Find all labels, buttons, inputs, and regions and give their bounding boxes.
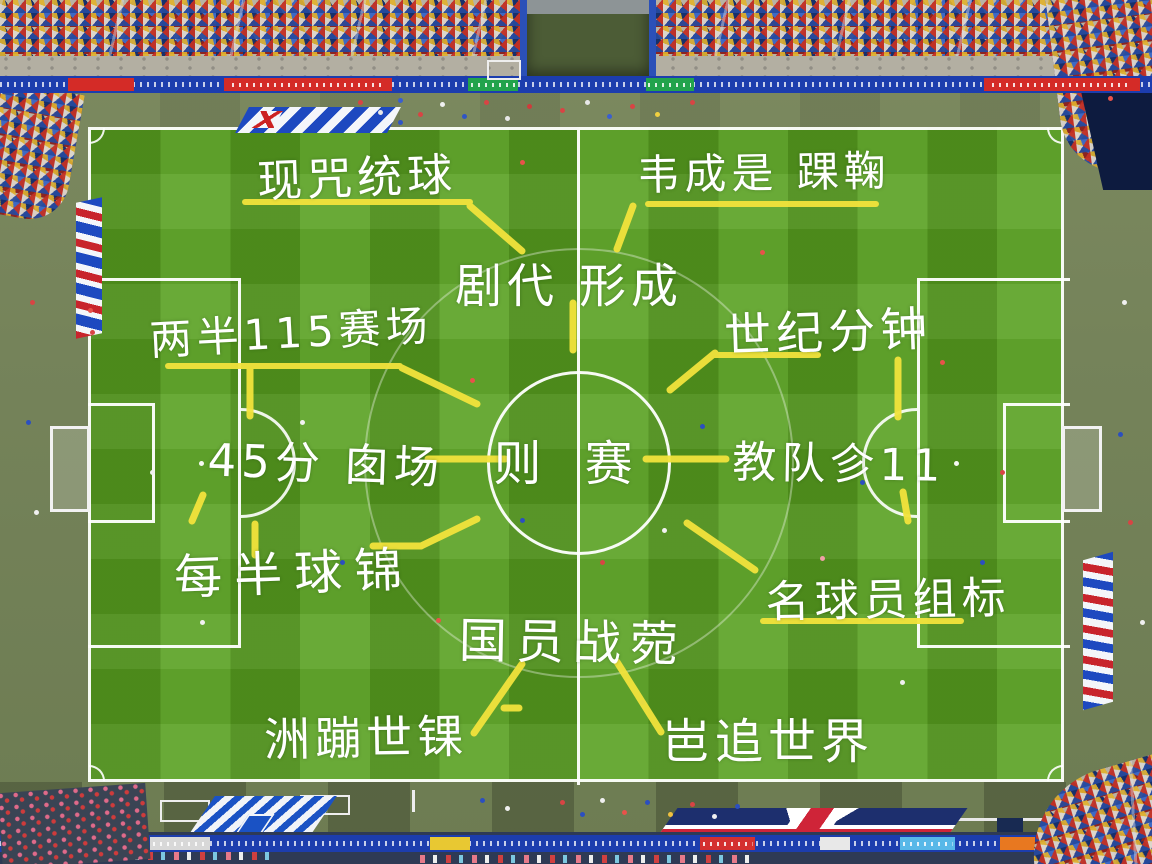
ad-segment [68, 78, 134, 91]
mindmap-node-bottom-right: 岜追世界 [661, 714, 875, 770]
corner-stand-bottom-left [0, 782, 151, 864]
ad-segment [150, 837, 210, 850]
center-circle [487, 371, 671, 555]
ad-segment [700, 837, 755, 850]
sideline-people-row [420, 855, 750, 863]
mindmap-node-top-center: 剧代 形成 [455, 259, 683, 315]
people-dots [0, 0, 5, 5]
top-apron [0, 93, 1152, 127]
tricolor-banner-right-touchline [1083, 551, 1113, 711]
mindmap-node-top-left: 现咒统球 [256, 148, 459, 208]
corner-arc [1047, 765, 1063, 781]
flag-emblem-icon [235, 814, 275, 834]
diagonal-striped-banner-top-left [235, 107, 401, 133]
mindmap-center-node: 则 赛 [493, 436, 647, 492]
goal-frame-left [50, 426, 90, 512]
advertising-board-top [0, 76, 1152, 93]
ad-segment [224, 78, 392, 91]
ad-segment [430, 837, 470, 850]
mindmap-node-lower-right: 名球员组标 [765, 572, 1012, 629]
penalty-spot-right [954, 461, 959, 466]
ad-segment [820, 837, 850, 850]
penalty-area-right [917, 278, 1070, 648]
ad-segment [1000, 837, 1035, 850]
players-tunnel [520, 0, 656, 76]
ad-segment [646, 78, 694, 91]
tricolor-banner-left-touchline [76, 197, 102, 339]
advertising-board-bottom [0, 835, 1152, 852]
ad-segment [900, 837, 955, 850]
ad-segment [468, 78, 518, 91]
mindmap-node-mid-right: 世纪分钟 [723, 301, 934, 365]
mindmap-node-right: 教队㐱11 [731, 437, 946, 492]
goal-area-left [88, 403, 155, 523]
tunnel-side-frame [487, 60, 521, 80]
penalty-area-left [88, 278, 241, 648]
banner-emblem-icon [251, 111, 283, 128]
mindmap-node-top-right: 韦成是 踝鞠 [636, 146, 892, 200]
mindmap-node-bottom-center: 国员战菀 [458, 613, 688, 673]
goal-area-right [1003, 403, 1070, 523]
goal-frame-right [1062, 426, 1102, 512]
apron-pole [412, 790, 415, 812]
mindmap-node-left: 45分 囱场 [206, 433, 446, 495]
corner-stand-top-left [0, 78, 85, 226]
penalty-spot-left [199, 461, 204, 466]
outer-faint-circle [364, 248, 794, 678]
mindmap-node-lower-left: 每半球锦 [173, 541, 416, 607]
ad-segment [984, 78, 1140, 91]
football-pitch [88, 127, 1070, 785]
mindmap-node-bottom-left: 洲蹦世锞 [263, 709, 469, 767]
